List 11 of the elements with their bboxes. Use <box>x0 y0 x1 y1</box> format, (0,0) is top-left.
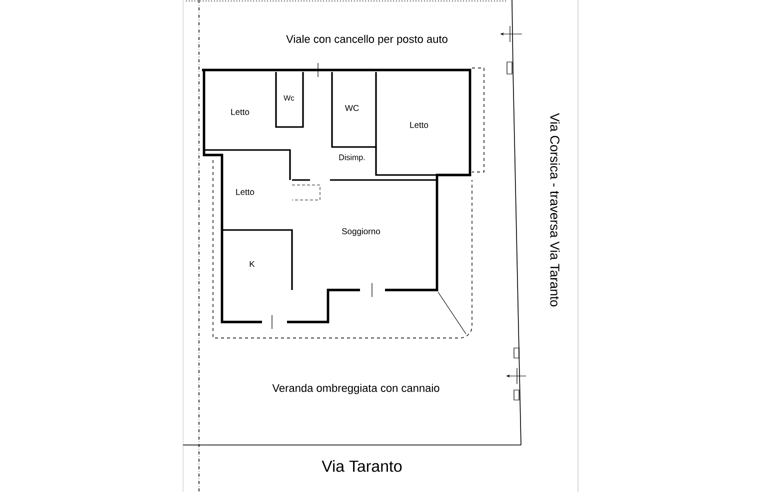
room-label: Letto <box>236 189 254 195</box>
area-label: Veranda ombreggiata con cannaio <box>272 384 440 394</box>
room-label: Soggiorno <box>342 228 380 236</box>
room-label: K <box>250 261 255 267</box>
room-label: Letto <box>410 122 428 128</box>
room-label: Letto <box>231 109 250 115</box>
room-label: WC <box>344 105 359 111</box>
street-label: Via Taranto <box>322 460 402 472</box>
street-label: Via Corsica - traversa Via Taranto <box>550 113 560 306</box>
room-label: Disimp. <box>339 154 365 162</box>
area-label: Viale con cancello per posto auto <box>286 34 448 46</box>
